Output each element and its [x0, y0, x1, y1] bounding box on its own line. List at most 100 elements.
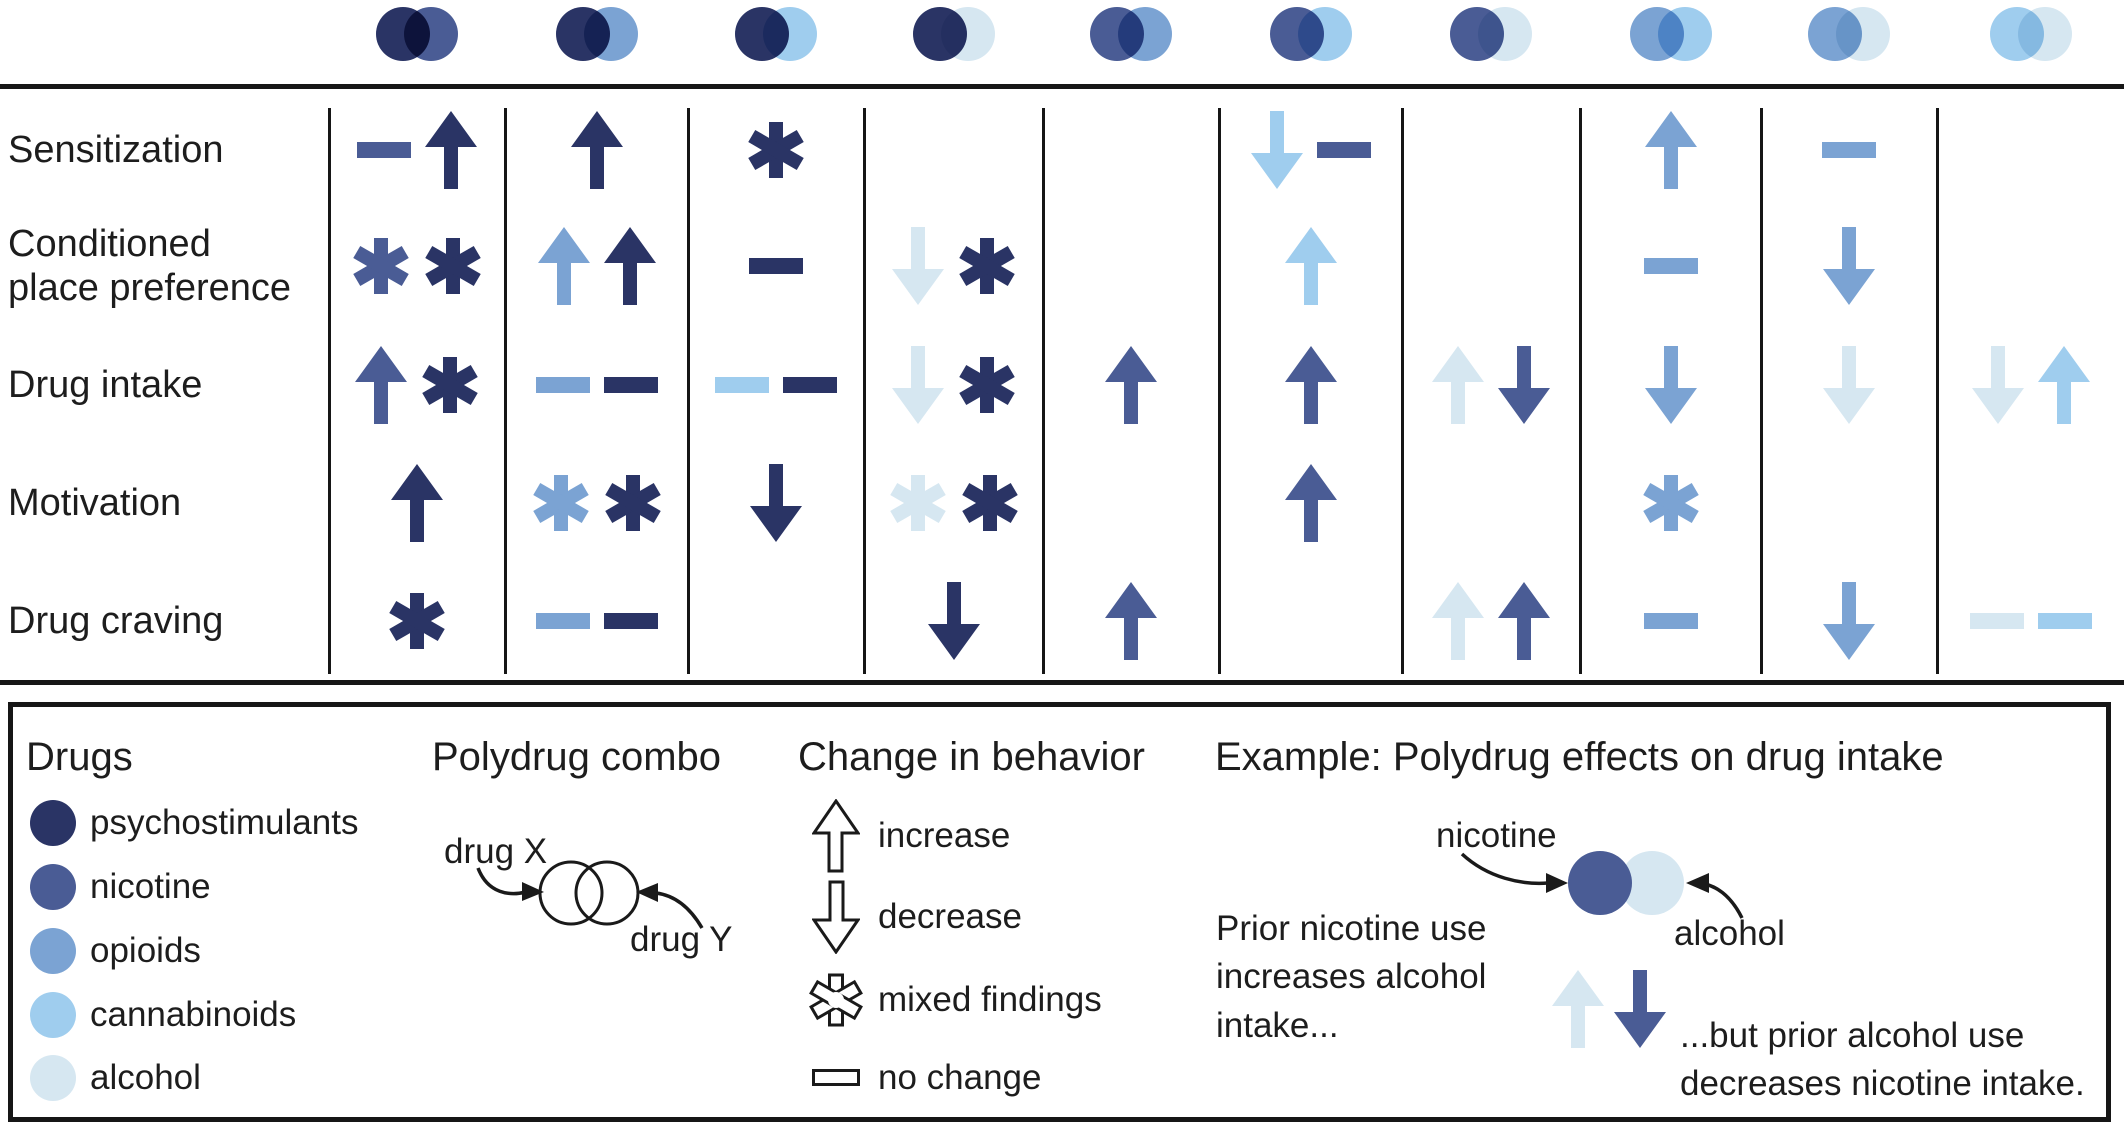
- matrix-cell-r5-c8: [1643, 613, 1698, 629]
- decrease-label: decrease: [878, 897, 1022, 936]
- matrix-cell-r2-c3: [749, 258, 803, 274]
- matrix-cell-r4-c6: [1284, 464, 1337, 542]
- matrix-cell-r2-c2: [537, 227, 656, 305]
- no-change-outline-icon: [812, 1069, 860, 1086]
- matrix-cell-r4-c8: [1642, 474, 1700, 532]
- increase-arrow-icon: [1552, 970, 1604, 1048]
- decrease-arrow-icon: [1250, 111, 1303, 189]
- matrix-cell-r5-c4: [927, 582, 980, 660]
- row-label-3: Drug intake: [8, 363, 203, 406]
- mixed-findings-icon: [389, 593, 445, 649]
- psychostimulants-color-dot: [30, 800, 76, 846]
- increase-arrow-icon: [2037, 346, 2090, 424]
- cannabinoids-color-dot: [30, 992, 76, 1038]
- decrease-arrow-icon: [750, 464, 802, 542]
- decrease-arrow-icon: [1614, 970, 1666, 1048]
- decrease-arrow-icon: [1644, 346, 1697, 424]
- decrease-arrow-icon: [927, 582, 980, 660]
- drug-x-arrow-icon: [476, 867, 527, 896]
- increase-arrow-icon: [1284, 227, 1337, 305]
- example-nicotine-arrow-icon: [1460, 852, 1549, 886]
- matrix-column-line-8: [1578, 108, 1582, 674]
- top-divider-line: [0, 84, 2124, 89]
- drug-x-label: drug X: [444, 832, 548, 871]
- matrix-cell-r2-c4: [891, 227, 1016, 305]
- matrix-cell-r3-c7: [1432, 346, 1550, 424]
- no-change-icon: [1822, 142, 1876, 158]
- increase-arrow-icon: [1644, 111, 1697, 189]
- increase-arrow-icon: [1498, 582, 1550, 660]
- matrix-bottom-line: [0, 680, 2124, 685]
- increase-arrow-icon: [1432, 346, 1484, 424]
- increase-arrow-icon: [570, 111, 623, 189]
- matrix-cell-r4-c2: [532, 474, 662, 532]
- matrix-cell-r5-c1: [388, 592, 446, 650]
- matrix-cell-r1-c9: [1822, 142, 1876, 158]
- mixed-findings-icon: [425, 238, 481, 294]
- matrix-column-line-1: [327, 108, 331, 674]
- increase-arrow-icon: [537, 227, 590, 305]
- decrease-arrow-icon: [1823, 227, 1875, 305]
- legend-box: [8, 702, 2111, 1122]
- matrix-cell-r4-c3: [750, 464, 802, 542]
- no-change-icon: [603, 613, 658, 629]
- increase-arrow-icon: [1432, 582, 1484, 660]
- example-alcohol-label: alcohol: [1674, 914, 1785, 953]
- mixed-findings-icon: [422, 357, 478, 413]
- increase-arrow-icon: [391, 464, 443, 542]
- no-change-icon: [1969, 613, 2024, 629]
- increase-arrow-icon: [1105, 346, 1157, 424]
- decrease-arrow-icon: [1498, 346, 1550, 424]
- matrix-column-line-10: [1935, 108, 1939, 674]
- row-label-5: Drug craving: [8, 599, 224, 642]
- decrease-arrow-icon: [1823, 346, 1875, 424]
- example-alcohol-circle: [1620, 851, 1684, 915]
- matrix-cell-r3-c4: [891, 346, 1016, 424]
- mixed-findings-icon: [889, 475, 946, 531]
- drug-y-label: drug Y: [630, 920, 733, 959]
- drugs-legend-title: Drugs: [26, 735, 133, 779]
- drug-combo-icon-nicotine-opioids: [1076, 4, 1186, 69]
- matrix-column-line-3: [686, 108, 690, 674]
- matrix-cell-r3-c6: [1284, 346, 1337, 424]
- no-change-icon: [715, 377, 769, 393]
- increase-label: increase: [878, 816, 1011, 855]
- matrix-cell-r5-c9: [1823, 582, 1875, 660]
- matrix-cell-r3-c3: [715, 377, 837, 393]
- increase-arrow-icon: [603, 227, 656, 305]
- mixed-findings-icon: [958, 357, 1015, 413]
- example-alcohol-arrow-icon: [1704, 882, 1744, 919]
- mixed-findings-icon: [961, 475, 1018, 531]
- matrix-cell-r1-c8: [1644, 111, 1697, 189]
- increase-arrow-icon: [355, 346, 407, 424]
- drug-combo-icon-nicotine-alcohol: [1436, 4, 1546, 69]
- mixed-findings-label: mixed findings: [878, 980, 1102, 1019]
- no-change-icon: [535, 613, 590, 629]
- matrix-cell-r2-c9: [1823, 227, 1875, 305]
- nicotine-color-dot: [30, 864, 76, 910]
- example-arrow-pair: [1552, 970, 1666, 1048]
- example-right-text: ...but prior alcohol use decreases nicot…: [1680, 1016, 2085, 1104]
- alcohol-color-dot: [30, 1055, 76, 1101]
- no-change-label: no change: [878, 1058, 1042, 1097]
- drug-combo-icon-opioids-cannabinoids: [1616, 4, 1726, 69]
- mixed-findings-outline-icon: [809, 973, 863, 1027]
- matrix-cell-r4-c4: [889, 474, 1019, 532]
- increase-arrow-icon: [1105, 582, 1157, 660]
- matrix-column-line-5: [1041, 108, 1045, 674]
- drug-combo-icon-psychostimulants-opioids: [542, 4, 652, 69]
- matrix-column-line-4: [862, 108, 866, 674]
- decrease-arrow-icon: [1823, 582, 1875, 660]
- drug-combo-icon-psychostimulants-alcohol: [899, 4, 1009, 69]
- matrix-cell-r5-c2: [535, 613, 658, 629]
- increase-arrow-icon: [1284, 464, 1337, 542]
- drug-label-cannabinoids: cannabinoids: [90, 995, 297, 1034]
- matrix-cell-r3-c1: [355, 346, 479, 424]
- polydrug-venn-diagram: [476, 860, 704, 929]
- matrix-column-line-9: [1759, 108, 1763, 674]
- matrix-cell-r3-c9: [1823, 346, 1875, 424]
- row-label-2: Conditioned place preference: [8, 222, 292, 309]
- change-in-behavior-title: Change in behavior: [798, 735, 1145, 779]
- example-nicotine-circle: [1568, 851, 1632, 915]
- drug-label-opioids: opioids: [90, 931, 201, 970]
